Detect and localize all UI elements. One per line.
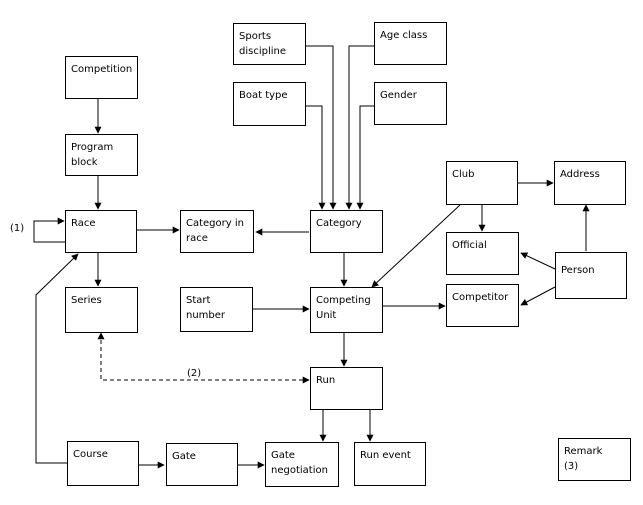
edge-course-race	[35, 253, 79, 464]
entity-sports-discipline: Sports discipline	[233, 23, 306, 65]
edge-club-competing-unit	[371, 204, 461, 288]
entity-competitor: Competitor	[446, 284, 519, 327]
entity-address: Address	[554, 161, 626, 205]
entity-person: Person	[555, 252, 627, 299]
entity-course: Course	[67, 441, 139, 486]
dashed-link-note: (2)	[187, 368, 202, 379]
entity-run: Run	[310, 367, 383, 410]
edge-gender-category	[356, 105, 374, 210]
entity-boat-type: Boat type	[233, 82, 306, 126]
entity-competing-unit: Competing Unit	[310, 287, 383, 333]
entity-category: Category	[310, 210, 383, 253]
entity-category-in-race: Category in race	[180, 210, 254, 253]
entity-gender: Gender	[374, 82, 447, 125]
entity-program-block: Program block	[65, 134, 138, 176]
entity-gate: Gate	[166, 443, 238, 486]
edge-series-run-dashed	[97, 332, 310, 384]
edge-person-official	[520, 252, 556, 270]
entity-series: Series	[65, 287, 138, 333]
edge-boat-type-category	[306, 105, 326, 210]
self-loop-note: (1)	[10, 223, 25, 234]
entity-gate-negotiation: Gate negotiation	[265, 442, 339, 487]
entity-competition: Competition	[65, 56, 138, 99]
entity-club: Club	[446, 161, 518, 205]
edge-person-competitor	[520, 286, 556, 306]
edge-age-class-category	[345, 45, 374, 210]
entity-run-event: Run event	[354, 442, 426, 486]
entity-age-class: Age class	[374, 22, 447, 65]
edge-race-self-loop	[33, 217, 66, 243]
entity-remark: Remark (3)	[558, 438, 631, 481]
entity-start-number: Start number	[180, 287, 253, 332]
entity-race: Race	[65, 210, 137, 253]
entity-official: Official	[446, 232, 519, 275]
edge-sports-discipline-category	[306, 45, 337, 210]
